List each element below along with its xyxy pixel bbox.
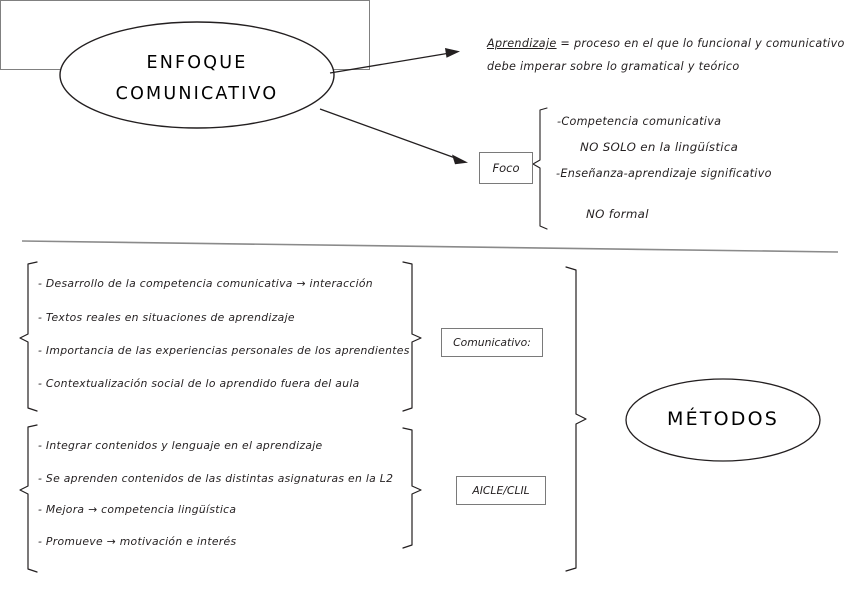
aicle-item-1: - Integrar contenidos y lenguaje en el a…	[38, 439, 323, 452]
aicle-item-4: - Promueve → motivación e interés	[38, 535, 237, 548]
enfoque-label-line2: COMUNICATIVO	[115, 84, 279, 104]
foco-item-2: NO SOLO en la lingüística	[580, 140, 739, 154]
comunicativo-item-3: - Importancia de las experiencias person…	[38, 344, 410, 357]
aicle-item-2: - Se aprenden contenidos de las distinta…	[38, 472, 394, 485]
metodos-label: MÉTODOS	[666, 408, 779, 430]
enfoque-label-line1: ENFOQUE	[146, 53, 248, 73]
foco-brace	[532, 107, 548, 230]
aicle-item-3: - Mejora → competencia lingüística	[38, 503, 237, 516]
definition-line-1-rest: = proceso en el que lo funcional y comun…	[556, 37, 845, 50]
definition-keyword: Aprendizaje	[487, 37, 557, 50]
comunicativo-item-4: - Contextualización social de lo aprendi…	[38, 377, 360, 390]
section-divider	[21, 240, 839, 253]
foco-item-1: -Competencia comunicativa	[557, 115, 722, 128]
foco-item-3: -Enseñanza-aprendizaje significativo	[556, 167, 772, 180]
foco-item-4: NO formal	[586, 207, 649, 221]
group1-left-bracket	[19, 261, 38, 412]
group1-right-bracket	[402, 261, 422, 412]
definition-line-2: debe imperar sobre lo gramatical y teóri…	[487, 60, 740, 73]
comunicativo-box: Comunicativo:	[441, 328, 543, 357]
group2-left-bracket	[19, 424, 38, 573]
comunicativo-item-1: - Desarrollo de la competencia comunicat…	[38, 277, 373, 290]
definition-line-1: Aprendizaje = proceso en el que lo funci…	[487, 37, 845, 50]
enfoque-comunicativo-label: ENFOQUE COMUNICATIVO	[62, 48, 332, 110]
group2-right-bracket	[402, 427, 422, 549]
comunicativo-item-2: - Textos reales en situaciones de aprend…	[38, 311, 295, 324]
foco-box: Foco	[479, 152, 533, 184]
metodos-outer-brace	[565, 266, 587, 572]
aicle-clil-box: AICLE/CLIL	[456, 476, 546, 505]
arrow-to-foco	[319, 108, 468, 165]
